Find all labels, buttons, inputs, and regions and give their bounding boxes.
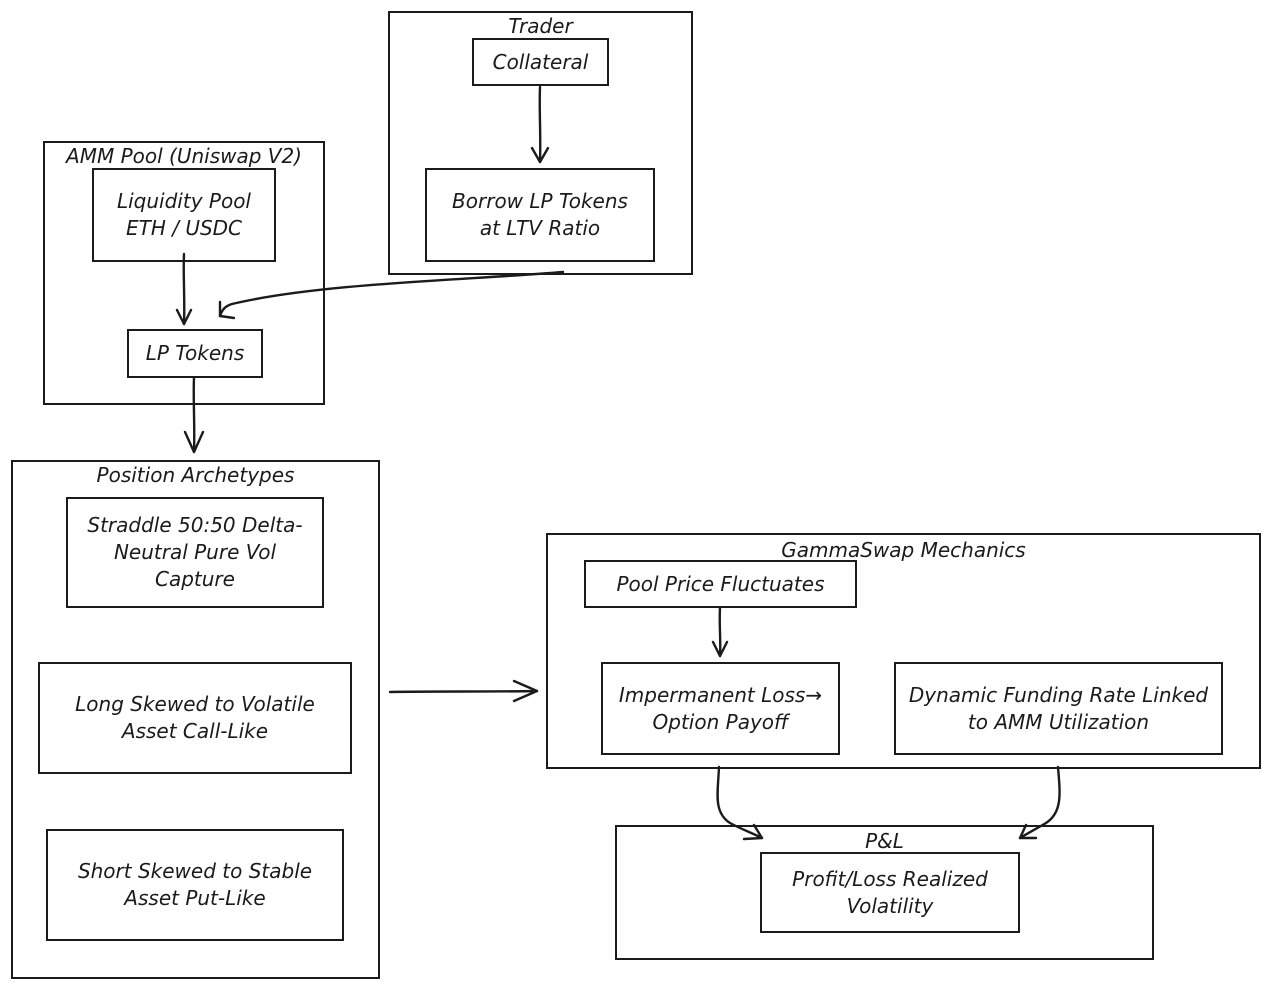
- node-short-skewed: Short Skewed to Stable Asset Put-Like: [46, 829, 344, 941]
- edge-archetypes-to-gammaswap: [388, 679, 539, 703]
- group-gammaswap-mechanics: GammaSwap Mechanics: [546, 533, 1261, 769]
- node-straddle: Straddle 50:50 Delta- Neutral Pure Vol C…: [66, 497, 324, 608]
- node-pool-price-fluctuates: Pool Price Fluctuates: [584, 560, 857, 608]
- node-borrow-lp-tokens: Borrow LP Tokens at LTV Ratio: [425, 168, 655, 262]
- group-title-trader: Trader: [508, 14, 573, 38]
- group-amm-pool: AMM Pool (Uniswap V2): [43, 141, 325, 405]
- group-title-amm-pool: AMM Pool (Uniswap V2): [66, 144, 302, 168]
- group-title-pnl: P&L: [865, 829, 904, 853]
- node-long-skewed: Long Skewed to Volatile Asset Call-Like: [38, 662, 352, 774]
- node-profit-loss: Profit/Loss Realized Volatility: [760, 852, 1020, 933]
- group-position-archetypes: Position Archetypes: [11, 460, 380, 979]
- node-liquidity-pool: Liquidity Pool ETH / USDC: [92, 168, 276, 262]
- node-collateral: Collateral: [472, 38, 609, 86]
- group-title-position-archetypes: Position Archetypes: [96, 463, 295, 487]
- group-trader: Trader: [388, 11, 693, 275]
- node-dynamic-funding-rate: Dynamic Funding Rate Linked to AMM Utili…: [894, 662, 1223, 755]
- node-impermanent-loss: Impermanent Loss→ Option Payoff: [601, 662, 840, 755]
- group-title-gammaswap-mechanics: GammaSwap Mechanics: [781, 538, 1026, 562]
- node-lp-tokens: LP Tokens: [127, 329, 263, 378]
- group-pnl: P&L: [615, 825, 1154, 960]
